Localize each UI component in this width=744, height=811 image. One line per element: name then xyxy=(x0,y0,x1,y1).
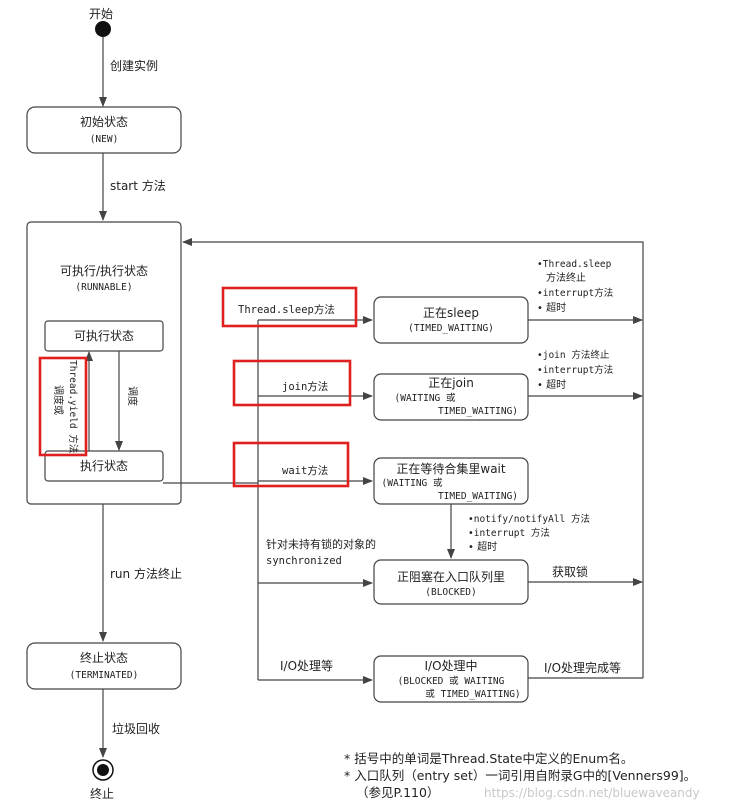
state-join-sub1: (WAITING 或 xyxy=(395,392,456,404)
start-label: 开始 xyxy=(89,7,113,21)
state-join-sub2: TIMED_WAITING) xyxy=(438,406,518,417)
sleep-note-2: 方法终止 xyxy=(546,271,586,284)
edge-return xyxy=(182,238,644,320)
edge-gc-label: 垃圾回收 xyxy=(112,721,160,736)
state-running-title: 执行状态 xyxy=(80,459,128,473)
state-terminated-title: 终止状态 xyxy=(80,650,128,665)
state-join-title: 正在join xyxy=(428,376,474,390)
state-runnable xyxy=(26,221,182,505)
state-sleep xyxy=(373,296,529,344)
end-label: 终止 xyxy=(90,786,114,801)
state-terminated-sub: (TERMINATED) xyxy=(70,670,139,681)
wait-note-1: •notify/notifyAll 方法 xyxy=(468,513,590,525)
edge-yield-label-1: 调度或 xyxy=(52,385,65,415)
edge-wait-label: wait方法 xyxy=(282,464,328,477)
state-io-sub1: (BLOCKED 或 WAITING xyxy=(398,675,505,687)
edge-create-label: 创建实例 xyxy=(110,58,158,73)
edge-io-label: I/O处理等 xyxy=(280,659,333,673)
highlight-sleep xyxy=(221,286,358,328)
footnote-1: * 括号中的单词是Thread.State中定义的Enum名。 xyxy=(344,751,633,766)
state-running xyxy=(44,450,164,482)
state-blocked-title: 正阻塞在入口队列里 xyxy=(397,569,505,584)
join-note-2: •interrupt方法 xyxy=(537,364,613,376)
sleep-note-4: • 超时 xyxy=(537,301,566,314)
state-ready-title: 可执行状态 xyxy=(74,329,134,343)
join-note-3: • 超时 xyxy=(537,378,566,391)
end-node-core xyxy=(97,764,109,776)
start-node xyxy=(95,21,111,37)
edge-schedule-label: 调度 xyxy=(126,386,139,406)
state-io-title: I/O处理中 xyxy=(424,658,477,673)
state-sleep-sub: (TIMED_WAITING) xyxy=(408,323,494,334)
edge-acquire-lock-label: 获取锁 xyxy=(552,564,588,579)
state-wait-sub1: (WAITING 或 xyxy=(382,477,443,489)
edge-join-label: join方法 xyxy=(282,380,328,393)
highlight-wait xyxy=(232,441,350,488)
state-new-title: 初始状态 xyxy=(80,115,128,129)
wait-note-2: •interrupt 方法 xyxy=(468,527,550,539)
state-new xyxy=(26,106,182,154)
edge-sleep-label: Thread.sleep方法 xyxy=(238,303,335,316)
highlight-join xyxy=(232,359,352,407)
state-runnable-sub: (RUNNABLE) xyxy=(75,282,132,293)
edge-sync-label-2: synchronized xyxy=(266,555,342,567)
state-runnable-title: 可执行/执行状态 xyxy=(60,264,148,278)
state-join xyxy=(373,373,529,421)
state-io xyxy=(373,655,529,703)
join-note-1: •join 方法终止 xyxy=(537,349,610,361)
sleep-note-1: •Thread.sleep xyxy=(537,259,612,270)
state-new-sub: (NEW) xyxy=(90,134,119,145)
edge-start-label: start 方法 xyxy=(110,178,166,193)
highlight-yield xyxy=(38,356,88,457)
state-wait-sub2: TIMED_WAITING) xyxy=(438,491,518,502)
state-ready xyxy=(44,320,164,352)
edge-yield-label-2: Thread.yield 方法 xyxy=(67,360,79,453)
state-io-sub2: 或 TIMED_WAITING) xyxy=(425,688,520,700)
state-blocked-sub: (BLOCKED) xyxy=(425,587,476,598)
footnote-2: * 入口队列（entry set）一词引用自附录G中的[Venners99]。 xyxy=(344,768,696,783)
footnote-3: （参见P.110） xyxy=(356,785,439,800)
edge-run-end-label: run 方法终止 xyxy=(110,566,182,581)
sleep-note-3: •interrupt方法 xyxy=(537,287,613,299)
state-wait-title: 正在等待合集里wait xyxy=(396,461,506,476)
wait-note-3: • 超时 xyxy=(468,540,497,553)
state-terminated xyxy=(26,642,182,690)
edge-io-done-label: I/O处理完成等 xyxy=(544,660,621,675)
watermark: https://blog.csdn.net/bluewaveandy xyxy=(484,786,700,800)
state-sleep-title: 正在sleep xyxy=(423,306,479,320)
edge-sync-label-1: 针对未持有锁的对象的 xyxy=(266,537,376,551)
